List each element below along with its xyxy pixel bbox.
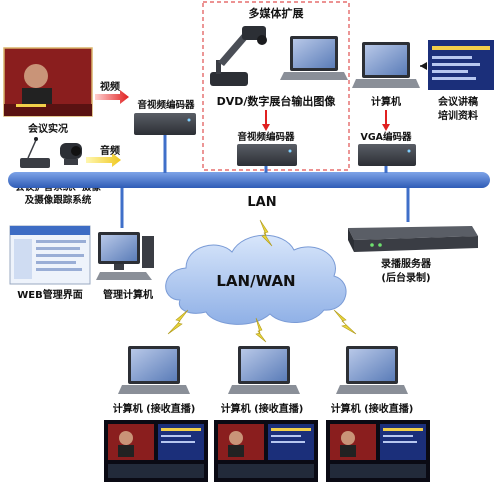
left-av-encoder-label: 音视频编码器 [137,99,195,111]
multimedia-title: 多媒体扩展 [249,6,305,20]
live-stream-thumbnail [104,420,208,482]
training-slide-thumbnail [428,40,494,90]
multimedia-extension-box [202,1,350,171]
web-management-thumbnail [9,225,91,285]
live-stream-thumbnail [326,420,430,482]
client-laptop-icon [336,346,408,394]
lan-label: LAN [247,195,276,210]
management-pc-icon [96,232,154,280]
audio-signal-label: 音频 [100,144,120,157]
live-caption: 会议实况 [28,122,68,135]
client-1-label: 计算机 (接收直播) [113,402,196,415]
vga-encoder-device [358,144,416,166]
lightning-bolt-left [167,309,189,335]
server-line1: 录播服务器 [381,257,432,270]
web-management-label: WEB管理界面 [17,288,82,301]
multimedia-source-caption: DVD/数字展台输出图像 [217,94,337,108]
lightning-bolt-right [333,309,357,335]
conference-mic-icon [20,137,50,168]
client-laptop-icon [118,346,190,394]
multimedia-encoder-device [237,144,297,166]
multimedia-encoder-label: 音视频编码器 [237,131,295,143]
vga-arrow-head [382,124,390,131]
ptz-camera-icon [60,143,82,165]
live-stream-thumbnail [214,420,318,482]
client-2-label: 计算机 (接收直播) [221,402,304,415]
left-av-encoder-device [134,113,196,135]
multimedia-laptop-icon [280,36,348,80]
presenter-pc-label: 计算机 [371,95,401,108]
video-signal-arrow [95,90,129,104]
server-line2: (后台录制) [381,271,430,284]
lightning-bolt-top [259,219,273,247]
document-camera-icon [210,26,267,86]
lan-backbone [8,172,490,188]
client-3-label: 计算机 (接收直播) [331,402,414,415]
vga-encoder-label: VGA编码器 [360,131,412,143]
speaker-photo [3,47,93,117]
audio-system-line2: 及摄像跟踪系统 [25,194,92,206]
materials-line1: 会议讲稿 [438,95,478,108]
presenter-laptop-icon [352,42,420,88]
audio-signal-arrow [86,153,121,167]
client-laptop-icon [228,346,300,394]
video-signal-label: 视频 [100,80,120,93]
management-pc-label: 管理计算机 [103,288,153,301]
recording-server-device [348,226,478,252]
cloud-label: LAN/WAN [216,272,295,290]
lightning-bolt-center [255,317,267,343]
lan-wan-cloud [165,234,347,325]
materials-line2: 培训资料 [438,109,478,122]
multimedia-arrow-head [262,124,270,131]
